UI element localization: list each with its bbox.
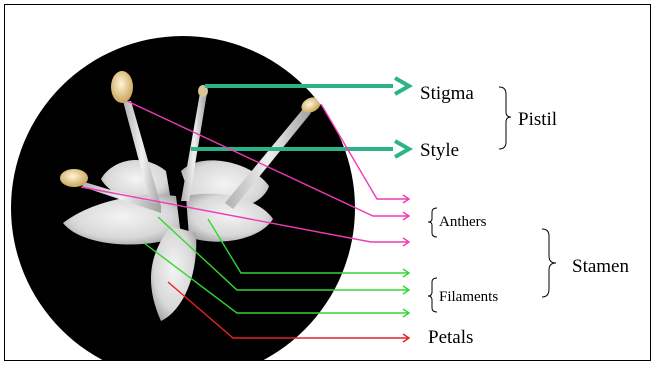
petals-label: Petals: [428, 327, 473, 348]
stamen-label: Stamen: [572, 256, 629, 277]
pistil-label: Pistil: [518, 109, 557, 130]
pistil-bracket: [499, 87, 511, 149]
style-label: Style: [420, 140, 459, 161]
anther-top-left: [111, 71, 133, 103]
stigma-arrowhead: [395, 78, 409, 94]
stigma-label: Stigma: [420, 83, 474, 104]
style-arrowhead: [395, 141, 409, 157]
anthers-label: Anthers: [439, 214, 487, 230]
anther-left: [60, 169, 88, 187]
filaments-label: Filaments: [439, 289, 498, 305]
diagram-frame: Stigma Style Pistil Anthers Filaments St…: [4, 4, 651, 361]
anthers-bracket: [428, 208, 437, 237]
filaments-bracket: [428, 278, 437, 312]
stamen-bracket: [542, 229, 556, 297]
flower-diagram: Stigma Style Pistil Anthers Filaments St…: [5, 5, 651, 361]
